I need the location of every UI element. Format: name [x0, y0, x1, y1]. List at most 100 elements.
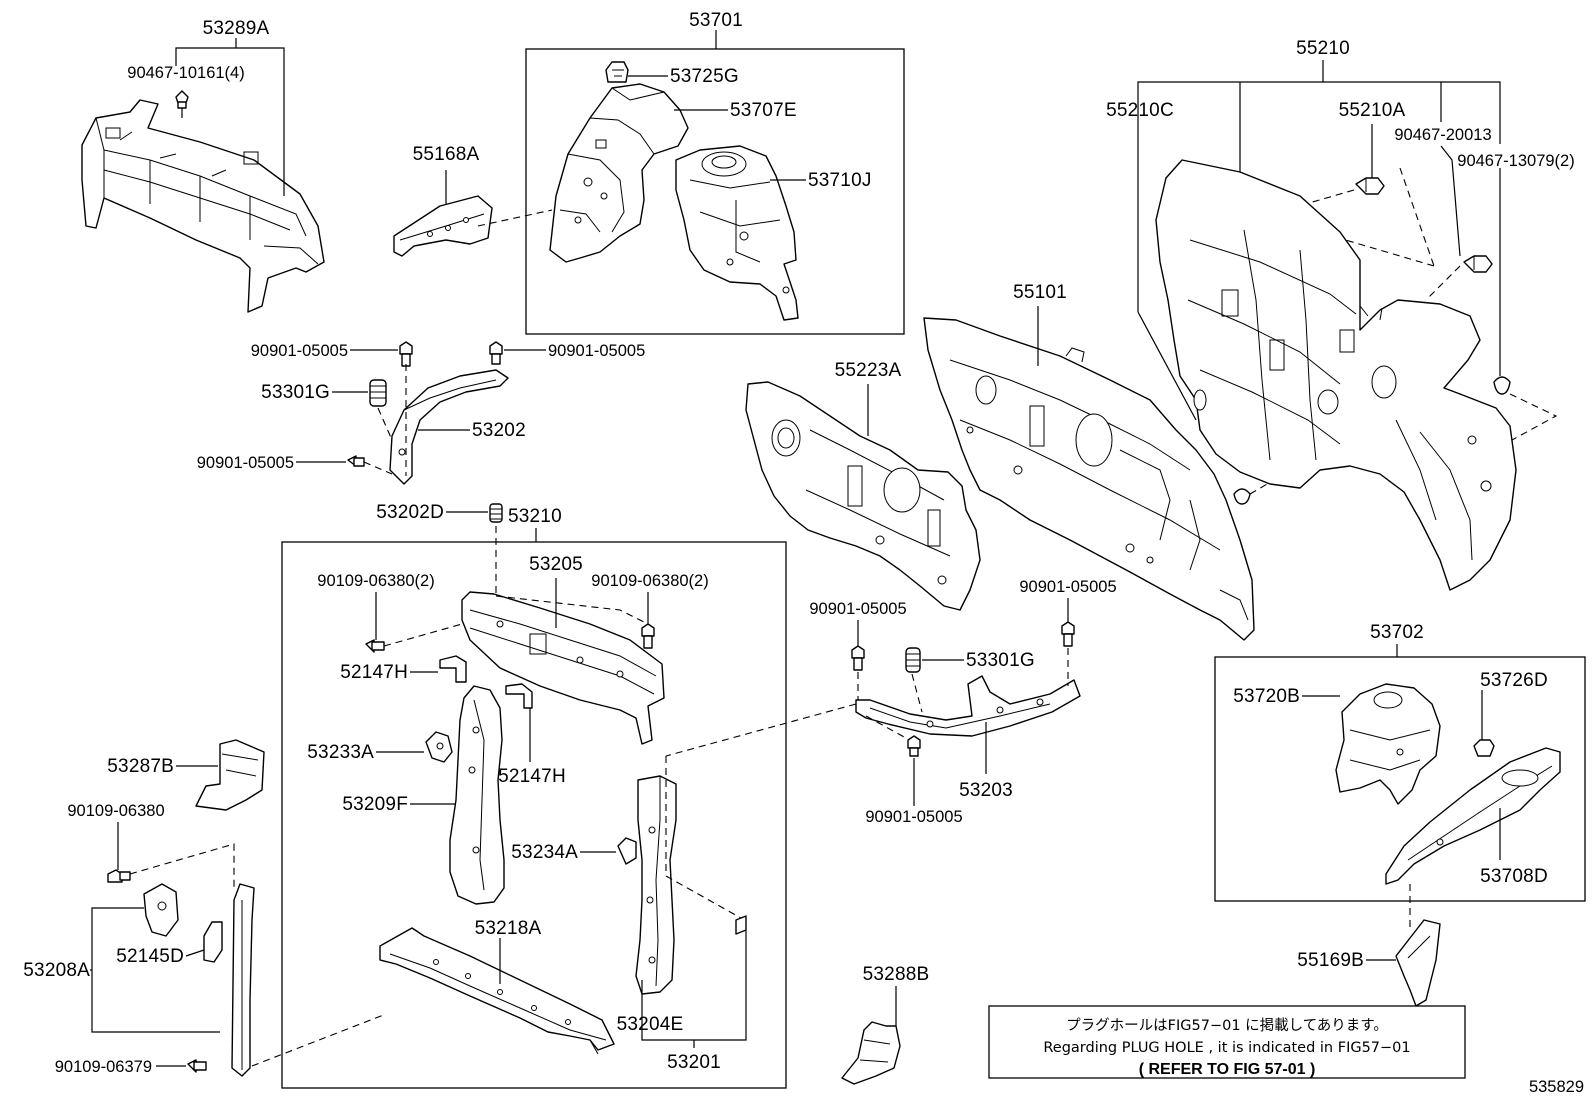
label-52147H-b: 52147H	[498, 766, 566, 787]
label-53208A: 53208A	[23, 960, 90, 981]
label-90109-06380-2b: 90109-06380(2)	[591, 572, 708, 590]
bolt-90901-05005-e-drawing	[1061, 621, 1075, 647]
bolt-90109-06380-b-drawing	[641, 623, 655, 649]
part-55169B-drawing	[1395, 919, 1441, 1007]
note-box	[988, 1005, 1466, 1079]
part-53288B-drawing	[841, 1021, 901, 1085]
note-line-english: Regarding PLUG HOLE , it is indicated in…	[1043, 1040, 1410, 1056]
label-55210: 55210	[1296, 38, 1350, 59]
label-90109-06380-2a: 90109-06380(2)	[317, 572, 434, 590]
part-53205-drawing	[461, 591, 665, 745]
bolt-90109-06379-drawing	[187, 1059, 207, 1073]
part-53204E-drawing	[635, 775, 677, 995]
label-90901-05005-b: 90901-05005	[548, 342, 645, 360]
note-line-japanese: プラグホールはFIG57−01 に掲載してあります。	[1066, 1017, 1388, 1034]
label-53288B: 53288B	[863, 964, 930, 985]
label-90467-13079: 90467-13079(2)	[1457, 152, 1574, 170]
part-53208A-drawing	[231, 883, 255, 1077]
label-53233A: 53233A	[307, 742, 374, 763]
bolt-90901-05005-c-drawing	[347, 455, 365, 467]
part-53233A-drawing	[425, 731, 453, 763]
label-53201: 53201	[667, 1052, 721, 1073]
label-53202D: 53202D	[376, 502, 444, 523]
label-90467-20013: 90467-20013	[1394, 126, 1491, 144]
part-53720B-drawing	[1335, 683, 1441, 805]
bolt-90901-05005-a-drawing	[399, 341, 413, 367]
label-90901-05005-a: 90901-05005	[251, 342, 348, 360]
label-53202: 53202	[472, 420, 526, 441]
label-52147H-a: 52147H	[340, 662, 408, 683]
label-90109-06380: 90109-06380	[67, 802, 164, 820]
part-55168A-drawing	[393, 195, 493, 257]
part-53725G-drawing	[605, 61, 629, 83]
bolt-90109-06380-a-drawing	[365, 639, 385, 653]
part-55210-drawing	[1155, 159, 1517, 591]
label-90901-05005-f: 90901-05005	[865, 808, 962, 826]
part-53726D-drawing	[1473, 739, 1495, 757]
part-53707E-drawing	[549, 83, 689, 263]
part-53202-drawing	[389, 369, 509, 485]
label-53218A: 53218A	[475, 918, 542, 939]
label-55210A: 55210A	[1339, 100, 1406, 121]
part-53710J-drawing	[675, 145, 799, 321]
label-53702: 53702	[1370, 622, 1424, 643]
clip-90467-13079-drawing	[1493, 376, 1511, 395]
label-90467-10161: 90467-10161(4)	[127, 64, 244, 82]
label-53205: 53205	[529, 554, 583, 575]
label-53720B: 53720B	[1233, 686, 1300, 707]
bolt-90467-10161-drawing	[175, 90, 189, 109]
group-box-53201	[281, 541, 787, 1089]
label-55168A: 55168A	[413, 144, 480, 165]
part-52147H-a-drawing	[439, 655, 467, 683]
group-box-53701	[525, 48, 905, 335]
label-90901-05005-e: 90901-05005	[1019, 578, 1116, 596]
label-55101: 55101	[1013, 282, 1067, 303]
label-53725G: 53725G	[670, 66, 739, 87]
label-55210C: 55210C	[1106, 100, 1174, 121]
clip-55210A-drawing	[1355, 177, 1385, 195]
part-53203-drawing	[855, 675, 1081, 737]
part-52145D-drawing	[143, 883, 223, 963]
label-55223A: 55223A	[835, 360, 902, 381]
label-53210: 53210	[508, 506, 562, 527]
group-box-53702	[1214, 656, 1586, 902]
part-53218A-drawing	[379, 927, 615, 1055]
label-53301G-b: 53301G	[966, 650, 1035, 671]
bolt-90901-05005-d-drawing	[851, 645, 865, 671]
part-55101-drawing	[923, 317, 1255, 641]
label-53301G-a: 53301G	[261, 382, 330, 403]
label-53710J: 53710J	[808, 170, 872, 191]
part-53234A-drawing	[617, 837, 637, 865]
part-53708D-drawing	[1385, 747, 1561, 885]
label-90901-05005-d: 90901-05005	[809, 600, 906, 618]
label-53287B: 53287B	[107, 756, 174, 777]
label-53726D: 53726D	[1480, 670, 1548, 691]
part-53201-clip-drawing	[735, 915, 747, 935]
label-53707E: 53707E	[730, 100, 797, 121]
label-53234A: 53234A	[511, 842, 578, 863]
label-53289A: 53289A	[203, 18, 270, 39]
part-52147H-b-drawing	[505, 683, 533, 709]
part-53289A-drawing	[81, 99, 325, 313]
part-53301G-b-drawing	[905, 647, 921, 673]
label-52145D: 52145D	[116, 946, 184, 967]
label-90901-05005-c: 90901-05005	[197, 454, 294, 472]
label-53701: 53701	[689, 10, 743, 31]
part-53301G-a-drawing	[369, 379, 387, 407]
bolt-90109-06380-drawing	[107, 869, 131, 883]
label-53708D: 53708D	[1480, 866, 1548, 887]
bolt-90901-05005-b-drawing	[489, 341, 503, 365]
note-line-refer: ( REFER TO FIG 57-01 )	[1139, 1061, 1316, 1078]
diagram-id: 535829	[1529, 1078, 1584, 1096]
label-90109-06379: 90109-06379	[55, 1058, 152, 1076]
bolt-90901-05005-f-drawing	[907, 735, 921, 757]
label-53203: 53203	[959, 780, 1013, 801]
label-53209F: 53209F	[342, 794, 408, 815]
clip-lower-55210-drawing	[1233, 488, 1251, 505]
part-53209F-drawing	[449, 685, 505, 905]
label-53204E: 53204E	[617, 1014, 684, 1035]
part-55223A-drawing	[745, 381, 981, 611]
part-53202D-drawing	[489, 503, 503, 523]
label-55169B: 55169B	[1297, 950, 1364, 971]
part-53287B-drawing	[195, 739, 265, 811]
